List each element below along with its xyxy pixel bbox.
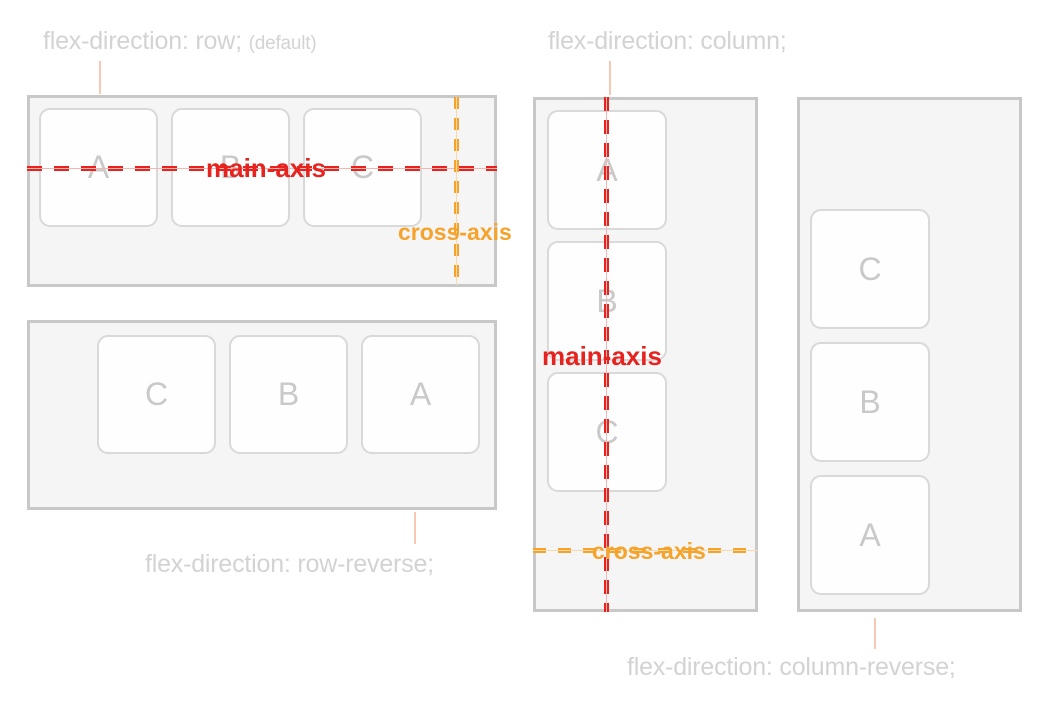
flex-item-a: A xyxy=(810,475,930,595)
flex-container-row: ABC xyxy=(27,95,497,287)
connector-line-column xyxy=(609,61,611,95)
connector-line-row xyxy=(99,61,101,94)
main-axis-label-column: main-axis xyxy=(542,341,662,371)
cross-axis-label-column: cross-axis xyxy=(592,538,706,564)
main-axis-line-column xyxy=(604,97,609,612)
cross-axis-label-row: cross-axis xyxy=(398,219,512,245)
flex-item-a: A xyxy=(361,335,480,454)
caption-default-note: (default) xyxy=(248,33,317,54)
caption-flex-direction-row: flex-direction: row; (default) xyxy=(43,27,317,56)
connector-line-column-reverse xyxy=(874,618,876,649)
cross-axis-line-column xyxy=(533,548,758,553)
main-axis-line-row xyxy=(27,166,497,171)
flex-item-c: C xyxy=(810,209,930,329)
caption-flex-direction-column-reverse: flex-direction: column-reverse; xyxy=(627,653,956,681)
flex-item-c: C xyxy=(97,335,216,454)
caption-flex-direction-column: flex-direction: column; xyxy=(548,27,787,55)
caption-flex-direction-row-text: flex-direction: row; xyxy=(43,27,242,55)
flex-item-b: B xyxy=(229,335,348,454)
cross-axis-line-row xyxy=(454,97,459,285)
connector-line-row-reverse xyxy=(414,512,416,544)
flex-item-b: B xyxy=(810,342,930,462)
main-axis-label-row: main-axis xyxy=(206,153,326,183)
caption-flex-direction-row-reverse: flex-direction: row-reverse; xyxy=(145,550,434,578)
